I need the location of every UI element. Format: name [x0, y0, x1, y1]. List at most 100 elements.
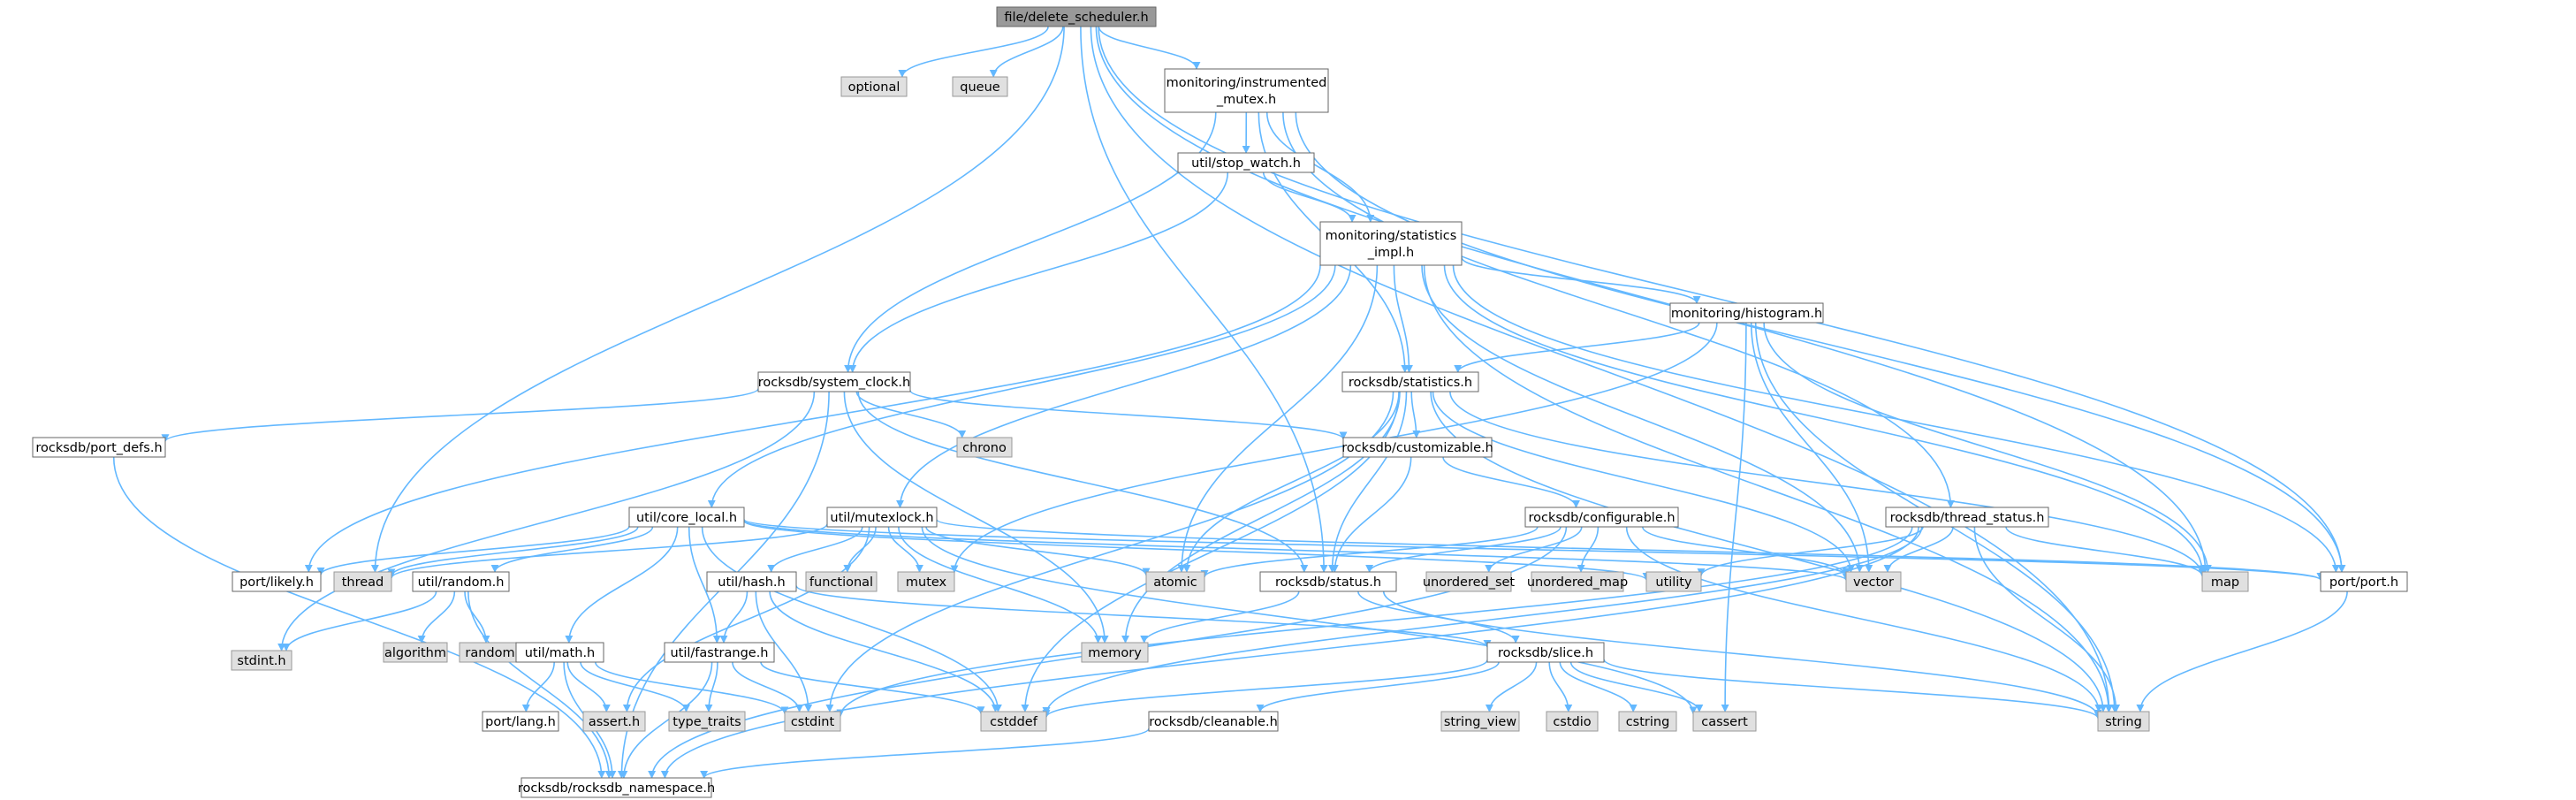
- node-box-functional: [805, 571, 878, 592]
- edge-root-to-portport: [1098, 26, 2346, 573]
- edge-math-to-cstdint: [595, 661, 789, 715]
- node-hash[interactable]: util/hash.h: [706, 571, 797, 592]
- node-random[interactable]: util/random.h: [412, 571, 510, 592]
- edge-slice-to-cstring: [1559, 661, 1638, 712]
- node-label-portlang: port/lang.h: [485, 715, 556, 729]
- edge-corelocal-to-random: [490, 526, 654, 573]
- node-slice[interactable]: rocksdb/slice.h: [1486, 642, 1605, 663]
- edge-statimpl-to-atomic: [1177, 264, 1379, 573]
- edge-corelocal-to-portlikely: [316, 525, 630, 575]
- node-map: map: [2201, 571, 2249, 592]
- edge-status-to-memory: [1140, 590, 1300, 644]
- node-label-thread: thread: [342, 575, 384, 590]
- node-box-algorithm: [383, 642, 448, 663]
- edge-slice-to-string_view: [1485, 661, 1538, 712]
- edge-math-to-assert: [566, 661, 611, 712]
- node-label-cleanable: rocksdb/cleanable.h: [1149, 715, 1278, 729]
- node-box-cstring: [1618, 711, 1677, 732]
- node-unordered_set: unordered_set: [1423, 571, 1515, 592]
- edge-statistics-to-cstdint: [825, 391, 1394, 712]
- edge-fastrange-to-cstdint: [732, 661, 804, 712]
- node-histogram[interactable]: monitoring/histogram.h: [1669, 302, 1824, 324]
- node-label-stdint: stdint.h: [237, 654, 285, 668]
- node-cstdint: cstdint: [784, 711, 841, 732]
- edge-histogram-to-cassert: [1721, 322, 1747, 712]
- node-customizable[interactable]: rocksdb/customizable.h: [1341, 437, 1493, 458]
- edge-mutexlock-to-mutex: [887, 526, 923, 573]
- node-box-slice: [1486, 642, 1605, 663]
- node-label-instr-line-2: _mutex.h: [1216, 93, 1276, 107]
- edge-stopwatch-to-statimpl: [1262, 171, 1356, 223]
- node-fastrange[interactable]: util/fastrange.h: [664, 642, 775, 663]
- edge-hash-to-slice: [795, 584, 1492, 648]
- edge-configurable-to-vector: [1642, 526, 1850, 576]
- node-box-queue: [952, 76, 1008, 97]
- node-portlang[interactable]: port/lang.h: [482, 711, 559, 732]
- node-label-namespace: rocksdb/rocksdb_namespace.h: [518, 781, 715, 796]
- node-label-threadstatus: rocksdb/thread_status.h: [1890, 511, 2045, 525]
- node-instr[interactable]: monitoring/instrumented _mutex.h: [1164, 68, 1329, 113]
- edge-cleanable-to-namespace: [700, 728, 1150, 779]
- node-threadstatus[interactable]: rocksdb/thread_status.h: [1885, 507, 2049, 528]
- node-atomic: atomic: [1145, 571, 1205, 592]
- edge-slice-to-cleanable: [1256, 661, 1500, 712]
- node-stopwatch[interactable]: util/stop_watch.h: [1177, 152, 1315, 173]
- edge-sysclock-to-chrono: [855, 391, 967, 438]
- node-label-statimpl-line-1: monitoring/statistics: [1326, 229, 1457, 243]
- node-label-corelocal: util/core_local.h: [636, 511, 737, 525]
- edge-statistics-to-status: [1328, 391, 1408, 573]
- node-portdefs[interactable]: rocksdb/port_defs.h: [32, 437, 166, 458]
- edge-threadstatus-to-utility: [1697, 526, 1924, 577]
- node-configurable[interactable]: rocksdb/configurable.h: [1524, 507, 1679, 528]
- node-box-stdint: [231, 650, 293, 671]
- node-sysclock[interactable]: rocksdb/system_clock.h: [757, 371, 911, 392]
- edge-histogram-to-vector: [1750, 322, 1873, 573]
- node-statimpl[interactable]: monitoring/statistics_impl.h: [1319, 221, 1463, 266]
- node-root[interactable]: file/delete_scheduler.h: [996, 6, 1157, 27]
- edge-sysclock-to-stdint: [277, 391, 816, 651]
- node-label-cstring: cstring: [1626, 715, 1670, 729]
- node-box-instr: [1164, 68, 1329, 113]
- node-box-chrono: [956, 437, 1013, 458]
- node-label-status: rocksdb/status.h: [1275, 575, 1381, 590]
- node-cleanable[interactable]: rocksdb/cleanable.h: [1148, 711, 1279, 732]
- edge-instr-to-statimpl: [1265, 111, 1375, 223]
- node-statistics[interactable]: rocksdb/statistics.h: [1341, 371, 1479, 392]
- node-box-customizable: [1342, 437, 1493, 458]
- node-box-math: [515, 642, 604, 663]
- node-portport[interactable]: port/port.h: [2320, 571, 2408, 592]
- node-label-root: file/delete_scheduler.h: [1004, 11, 1148, 25]
- node-box-sysclock: [757, 371, 911, 392]
- node-utility: utility: [1645, 571, 1702, 592]
- node-string_view: string_view: [1440, 711, 1520, 732]
- node-label-mutexlock: util/mutexlock.h: [830, 511, 933, 525]
- node-box-unordered_set: [1425, 571, 1512, 592]
- node-portlikely[interactable]: port/likely.h: [232, 571, 322, 592]
- node-label-random: util/random.h: [418, 575, 505, 590]
- edge-mutexlock-to-thread: [387, 523, 828, 579]
- edge-status-to-string: [1382, 590, 2102, 718]
- node-box-portlang: [482, 711, 559, 732]
- node-box-root: [996, 6, 1157, 27]
- node-label-instr-line-1: monitoring/instrumented: [1166, 76, 1327, 90]
- edge-statimpl-to-mutexlock: [896, 264, 1352, 508]
- node-label-cstdio: cstdio: [1553, 715, 1591, 729]
- node-label-map: map: [2211, 575, 2239, 590]
- node-box-optional: [840, 76, 908, 97]
- node-memory: memory: [1081, 642, 1149, 663]
- node-corelocal[interactable]: util/core_local.h: [628, 507, 745, 528]
- edge-configurable-to-status: [1365, 526, 1562, 573]
- edge-root-to-map: [1095, 26, 2210, 573]
- node-status[interactable]: rocksdb/status.h: [1259, 571, 1397, 592]
- node-box-portport: [2320, 571, 2408, 592]
- node-math[interactable]: util/math.h: [515, 642, 604, 663]
- node-mutexlock[interactable]: util/mutexlock.h: [826, 507, 938, 528]
- node-box-statistics: [1341, 371, 1479, 392]
- edge-slice-to-cstdio: [1548, 661, 1573, 712]
- edge-statimpl-to-vector: [1421, 264, 1864, 573]
- edge-threadstatus-to-string: [1973, 526, 2121, 712]
- node-label-atomic: atomic: [1153, 575, 1197, 590]
- node-randomsys: random: [459, 642, 521, 663]
- edge-portport-to-string: [2136, 590, 2348, 712]
- node-namespace[interactable]: rocksdb/rocksdb_namespace.h: [518, 777, 715, 798]
